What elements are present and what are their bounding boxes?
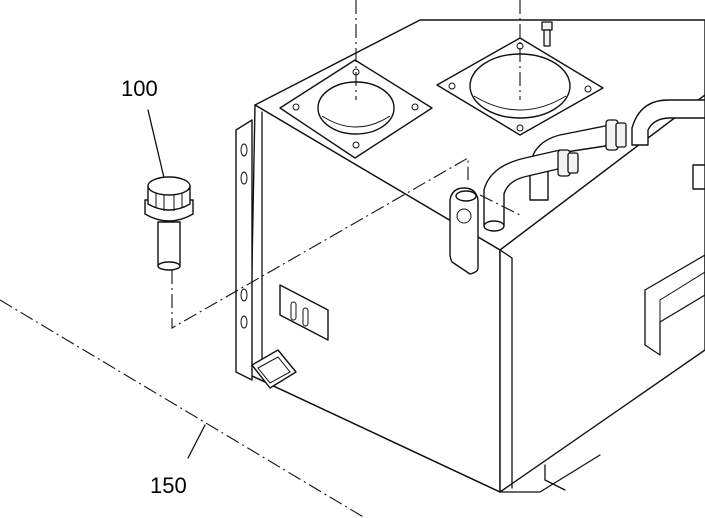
flange-bolt-hole [411,103,419,111]
hose-upper [631,99,705,146]
tank-right-face [499,94,705,493]
fitting-head [541,21,553,31]
side-bracket-plate [279,284,329,341]
front-bracket [644,164,705,356]
axis-line-150 [0,299,366,518]
filler-guides [171,157,521,329]
flange-hole [240,315,248,329]
top-flange-left [279,0,433,159]
hose-end [483,220,505,232]
flange-bolt-hole [584,85,592,93]
mounting-flange [235,119,253,381]
flange-bolt-hole [448,82,456,90]
fitting-body [543,29,551,47]
flange-bolt-hole [516,124,524,132]
breather-fitting [541,21,553,47]
flange-bore-left [321,115,391,128]
hose-coupling [615,122,627,148]
top-flange-right [436,0,604,136]
flange-hole [240,143,248,157]
foot-bracket-slot [257,356,291,384]
flange-bolt-hole [352,141,360,149]
callout-label-100: 100 [121,76,158,101]
cap-axis-guide [171,157,469,329]
side-bracket [279,284,329,341]
lifting-eye-plate [449,187,479,275]
tank-edge-line [499,249,513,259]
tank-foot [544,464,566,491]
filler-cap-100 [144,109,194,271]
port-axis-guide [479,194,521,216]
flange-bore-right [473,95,567,111]
hose-coupling [567,152,579,174]
leader-line-150 [187,424,206,459]
flange-hole [240,171,248,185]
callout-label-150: 150 [150,473,187,498]
flange-plate [235,119,253,381]
foot-bracket [251,349,297,389]
flange-hole [240,288,248,302]
filler-port [455,190,477,202]
flange-opening-left [317,81,395,135]
tank-bottom-edge [249,374,601,493]
flange-bolt-hole [292,103,300,111]
side-bracket-slot [302,307,309,327]
lifting-eye [449,187,479,275]
front-bracket-inner [659,271,705,322]
side-bracket-slot [290,301,297,321]
lifting-eye-hole [456,208,472,224]
cap-top [147,176,191,196]
cap-stem-end [157,261,181,271]
leader-line-100 [147,109,166,183]
cap-stem [157,221,181,267]
reference-axis-150 [0,299,366,518]
front-slot [692,164,705,190]
